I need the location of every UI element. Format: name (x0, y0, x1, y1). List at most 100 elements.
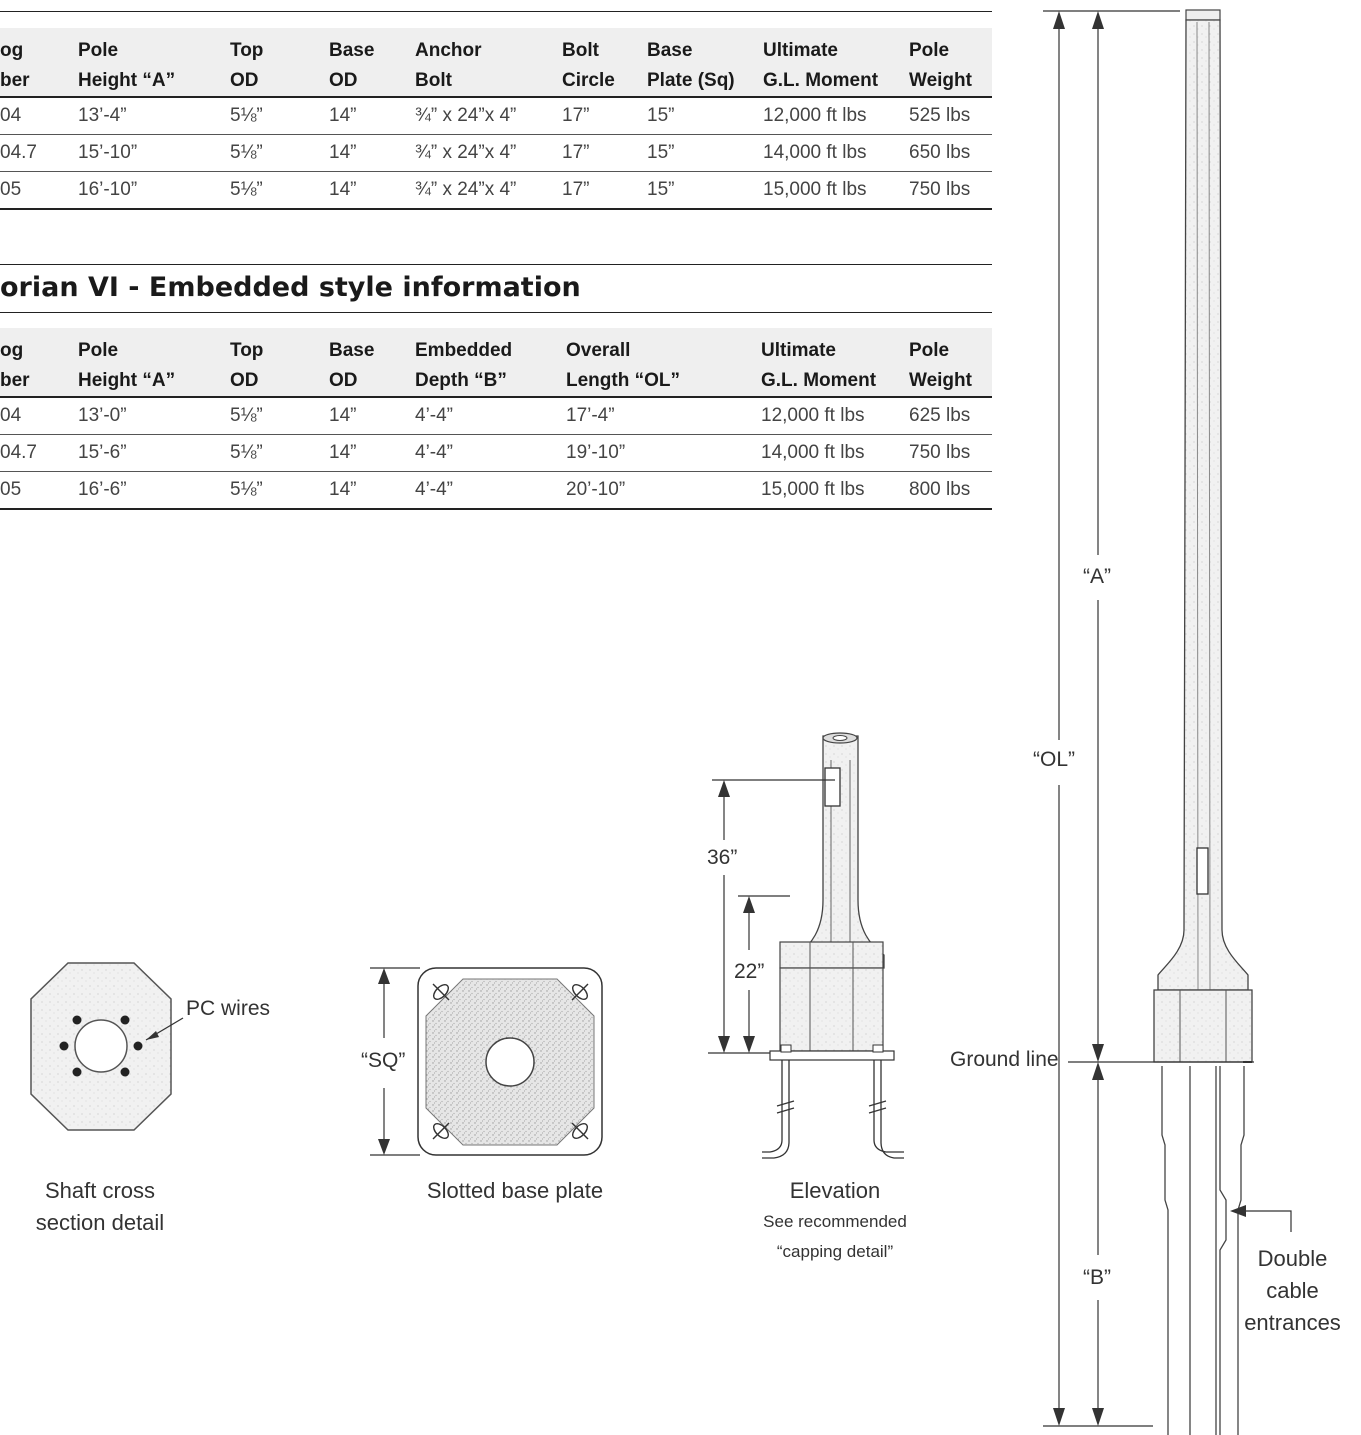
table-cell: 14” (329, 434, 415, 472)
column-header-line1: Top (230, 328, 329, 366)
table-cell: 5⅛” (230, 471, 329, 510)
table-cell: 5⅛” (230, 434, 329, 472)
table-cell: 20’-10” (566, 471, 761, 510)
table-cell: 4’-4” (415, 434, 566, 472)
column-header-line1: og (0, 28, 78, 66)
table-cell: 15” (647, 171, 763, 210)
table2-top-rule (0, 264, 992, 265)
table-cell: 12,000 ft lbs (761, 397, 909, 435)
dim-b-label: “B” (1083, 1266, 1111, 1289)
column-header-line1: Base (329, 328, 415, 366)
column-header-line1: Pole (909, 28, 992, 66)
elevation-note-line1: See recommended (763, 1212, 907, 1231)
ground-line-label: Ground line (950, 1048, 1059, 1071)
table-cell: 04 (0, 397, 78, 435)
table-cell: 15’-6” (78, 434, 230, 472)
column-header-line2: OD (230, 66, 329, 98)
column-header-line1: Anchor (415, 28, 562, 66)
column-header-line2: ber (0, 366, 78, 398)
column-header-line1: Ultimate (763, 28, 909, 66)
column-header-line2: G.L. Moment (763, 66, 909, 98)
dim-ol-label: “OL” (1033, 748, 1075, 771)
table-cell: 12,000 ft lbs (763, 97, 909, 135)
column-header-line1: Base (329, 28, 415, 66)
table-cell: 750 lbs (909, 171, 992, 210)
table-cell: 14,000 ft lbs (761, 434, 909, 472)
column-header-line2: OD (230, 366, 329, 398)
column-header-line1: Overall (566, 328, 761, 366)
table-cell: 15” (647, 134, 763, 172)
table-cell: 14” (329, 134, 415, 172)
table-cell: 14” (329, 397, 415, 435)
table-cell: 05 (0, 471, 78, 510)
column-header-line2: Plate (Sq) (647, 66, 763, 98)
double-cable-line3: entrances (1244, 1310, 1341, 1335)
column-header-line2: Weight (909, 66, 992, 98)
table-cell: ¾” x 24”x 4” (415, 171, 562, 210)
table-cell: 5⅛” (230, 171, 329, 210)
column-header-line2: Bolt (415, 66, 562, 98)
dim-36-label: 36” (707, 846, 738, 869)
shaft-cross-section-drawing (30, 962, 184, 1131)
column-header-line2: Weight (909, 366, 992, 398)
full-pole-drawing (1043, 9, 1292, 1435)
table-cell: 13’-0” (78, 397, 230, 435)
dim-22-label: 22” (734, 960, 765, 983)
sq-dimension-label: “SQ” (361, 1049, 406, 1072)
table-cell: 5⅛” (230, 134, 329, 172)
column-header-line2: Length “OL” (566, 366, 761, 398)
table-cell: 04 (0, 97, 78, 135)
table-cell: 4’-4” (415, 397, 566, 435)
column-header-line2: G.L. Moment (761, 366, 909, 398)
table-cell: 525 lbs (909, 97, 992, 135)
table-cell: ¾” x 24”x 4” (415, 134, 562, 172)
table2-title-rule (0, 312, 992, 313)
column-header-line2: Height “A” (78, 366, 230, 398)
column-header-line1: Pole (78, 28, 230, 66)
column-header-line1: og (0, 328, 78, 366)
table-cell: 16’-6” (78, 471, 230, 510)
table-cell: 5⅛” (230, 97, 329, 135)
elevation-drawing (708, 732, 904, 1159)
column-header-line1: Ultimate (761, 328, 909, 366)
table-cell: 4’-4” (415, 471, 566, 510)
table-cell: 17” (562, 171, 647, 210)
column-header-line1: Embedded (415, 328, 566, 366)
slotted-base-plate-drawing (370, 967, 603, 1156)
column-header-line2: Circle (562, 66, 647, 98)
table-cell: 17” (562, 134, 647, 172)
embedded-section-title: orian VI - Embedded style information (0, 272, 581, 303)
column-header-line1: Base (647, 28, 763, 66)
table-cell: 14” (329, 471, 415, 510)
column-header-line2: OD (329, 366, 415, 398)
table-cell: 14” (329, 171, 415, 210)
column-header-line2: Height “A” (78, 66, 230, 98)
column-header-line1: Top (230, 28, 329, 66)
table-cell: 5⅛” (230, 397, 329, 435)
table1-top-rule (0, 11, 992, 12)
shaft-caption-line2: section detail (35, 1210, 165, 1235)
table-cell: 14,000 ft lbs (763, 134, 909, 172)
table-cell: 05 (0, 171, 78, 210)
table-cell: 15” (647, 97, 763, 135)
table-cell: 19’-10” (566, 434, 761, 472)
column-header-line1: Pole (909, 328, 992, 366)
table-cell: 15’-10” (78, 134, 230, 172)
column-header-line2: OD (329, 66, 415, 98)
table-cell: 15,000 ft lbs (761, 471, 909, 510)
column-header-line1: Pole (78, 328, 230, 366)
table-cell: 13’-4” (78, 97, 230, 135)
column-header-line2: ber (0, 66, 78, 98)
